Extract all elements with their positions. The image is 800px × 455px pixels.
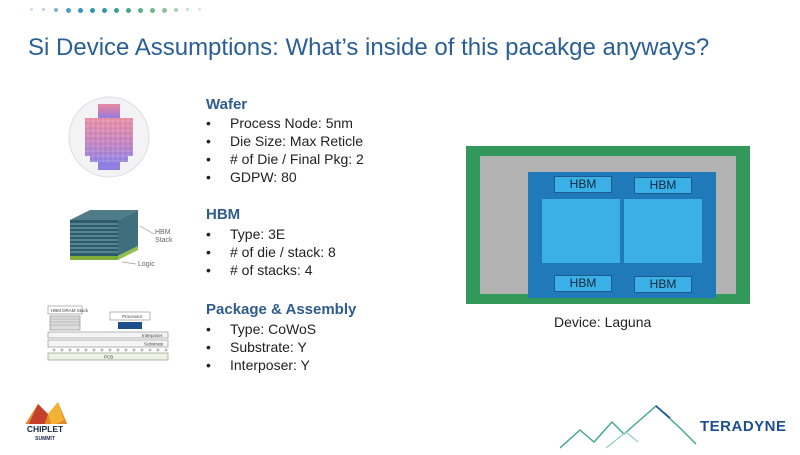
- list-item: •Process Node: 5nm: [206, 115, 353, 131]
- device-caption: Device: Laguna: [554, 314, 652, 330]
- wafer-bullet-list: •Process Node: 5nm •Die Size: Max Reticl…: [206, 114, 364, 186]
- svg-text:Logic: Logic: [138, 261, 155, 268]
- list-item: •Type: 3E: [206, 226, 286, 242]
- decorative-dot-row: [30, 6, 210, 16]
- svg-text:PCB: PCB: [104, 355, 113, 360]
- list-item: •# of die / stack: 8: [206, 244, 336, 260]
- teradyne-mountain-graphic: [559, 404, 700, 450]
- package-heading: Package & Assembly: [206, 301, 357, 318]
- device-package-diagram: HBM HBM HBM HBM: [466, 146, 750, 304]
- hbm-block-top-left: HBM: [554, 176, 612, 193]
- list-item: •# of stacks: 4: [206, 262, 313, 278]
- hbm-block-top-right: HBM: [634, 177, 692, 194]
- wafer-image: [68, 96, 150, 178]
- list-item: •Interposer: Y: [206, 357, 310, 373]
- slide-title: Si Device Assumptions: What’s inside of …: [28, 34, 710, 61]
- package-bullet-list: •Type: CoWoS •Substrate: Y •Interposer: …: [206, 320, 316, 374]
- list-item: •Type: CoWoS: [206, 321, 317, 337]
- hbm-bullet-list: •Type: 3E •# of die / stack: 8 •# of sta…: [206, 225, 336, 279]
- list-item: •GDPW: 80: [206, 169, 297, 185]
- list-item: •# of Die / Final Pkg: 2: [206, 151, 364, 167]
- svg-text:SUMMIT: SUMMIT: [35, 436, 55, 442]
- hbm-stack-image: HBM Stack Logic: [62, 206, 182, 268]
- compute-die-left: [542, 199, 620, 263]
- list-item: •Die Size: Max Reticle: [206, 133, 364, 149]
- interposer-area: HBM HBM HBM HBM: [528, 172, 716, 298]
- substrate-area: HBM HBM HBM HBM: [480, 156, 736, 298]
- hbm-block-bottom-left: HBM: [554, 275, 612, 292]
- svg-text:Stack: Stack: [155, 237, 173, 244]
- svg-text:HBM: HBM: [155, 229, 171, 236]
- list-item: •Substrate: Y: [206, 339, 307, 355]
- svg-text:Interposer: Interposer: [142, 333, 163, 338]
- svg-text:HBM DRAM Stack: HBM DRAM Stack: [51, 308, 89, 313]
- svg-text:Processor: Processor: [122, 314, 143, 319]
- teradyne-logo-text: TERADYNE: [700, 418, 787, 435]
- package-cross-section-image: HBM DRAM Stack Processor Interposer Subs…: [46, 304, 172, 366]
- chiplet-summit-logo: CHIPLET SUMMIT: [14, 400, 76, 444]
- wafer-heading: Wafer: [206, 96, 248, 113]
- hbm-heading: HBM: [206, 206, 241, 223]
- svg-text:CHIPLET: CHIPLET: [27, 424, 64, 434]
- compute-die-right: [624, 199, 702, 263]
- hbm-block-bottom-right: HBM: [634, 276, 692, 293]
- svg-text:Substrate: Substrate: [144, 342, 164, 347]
